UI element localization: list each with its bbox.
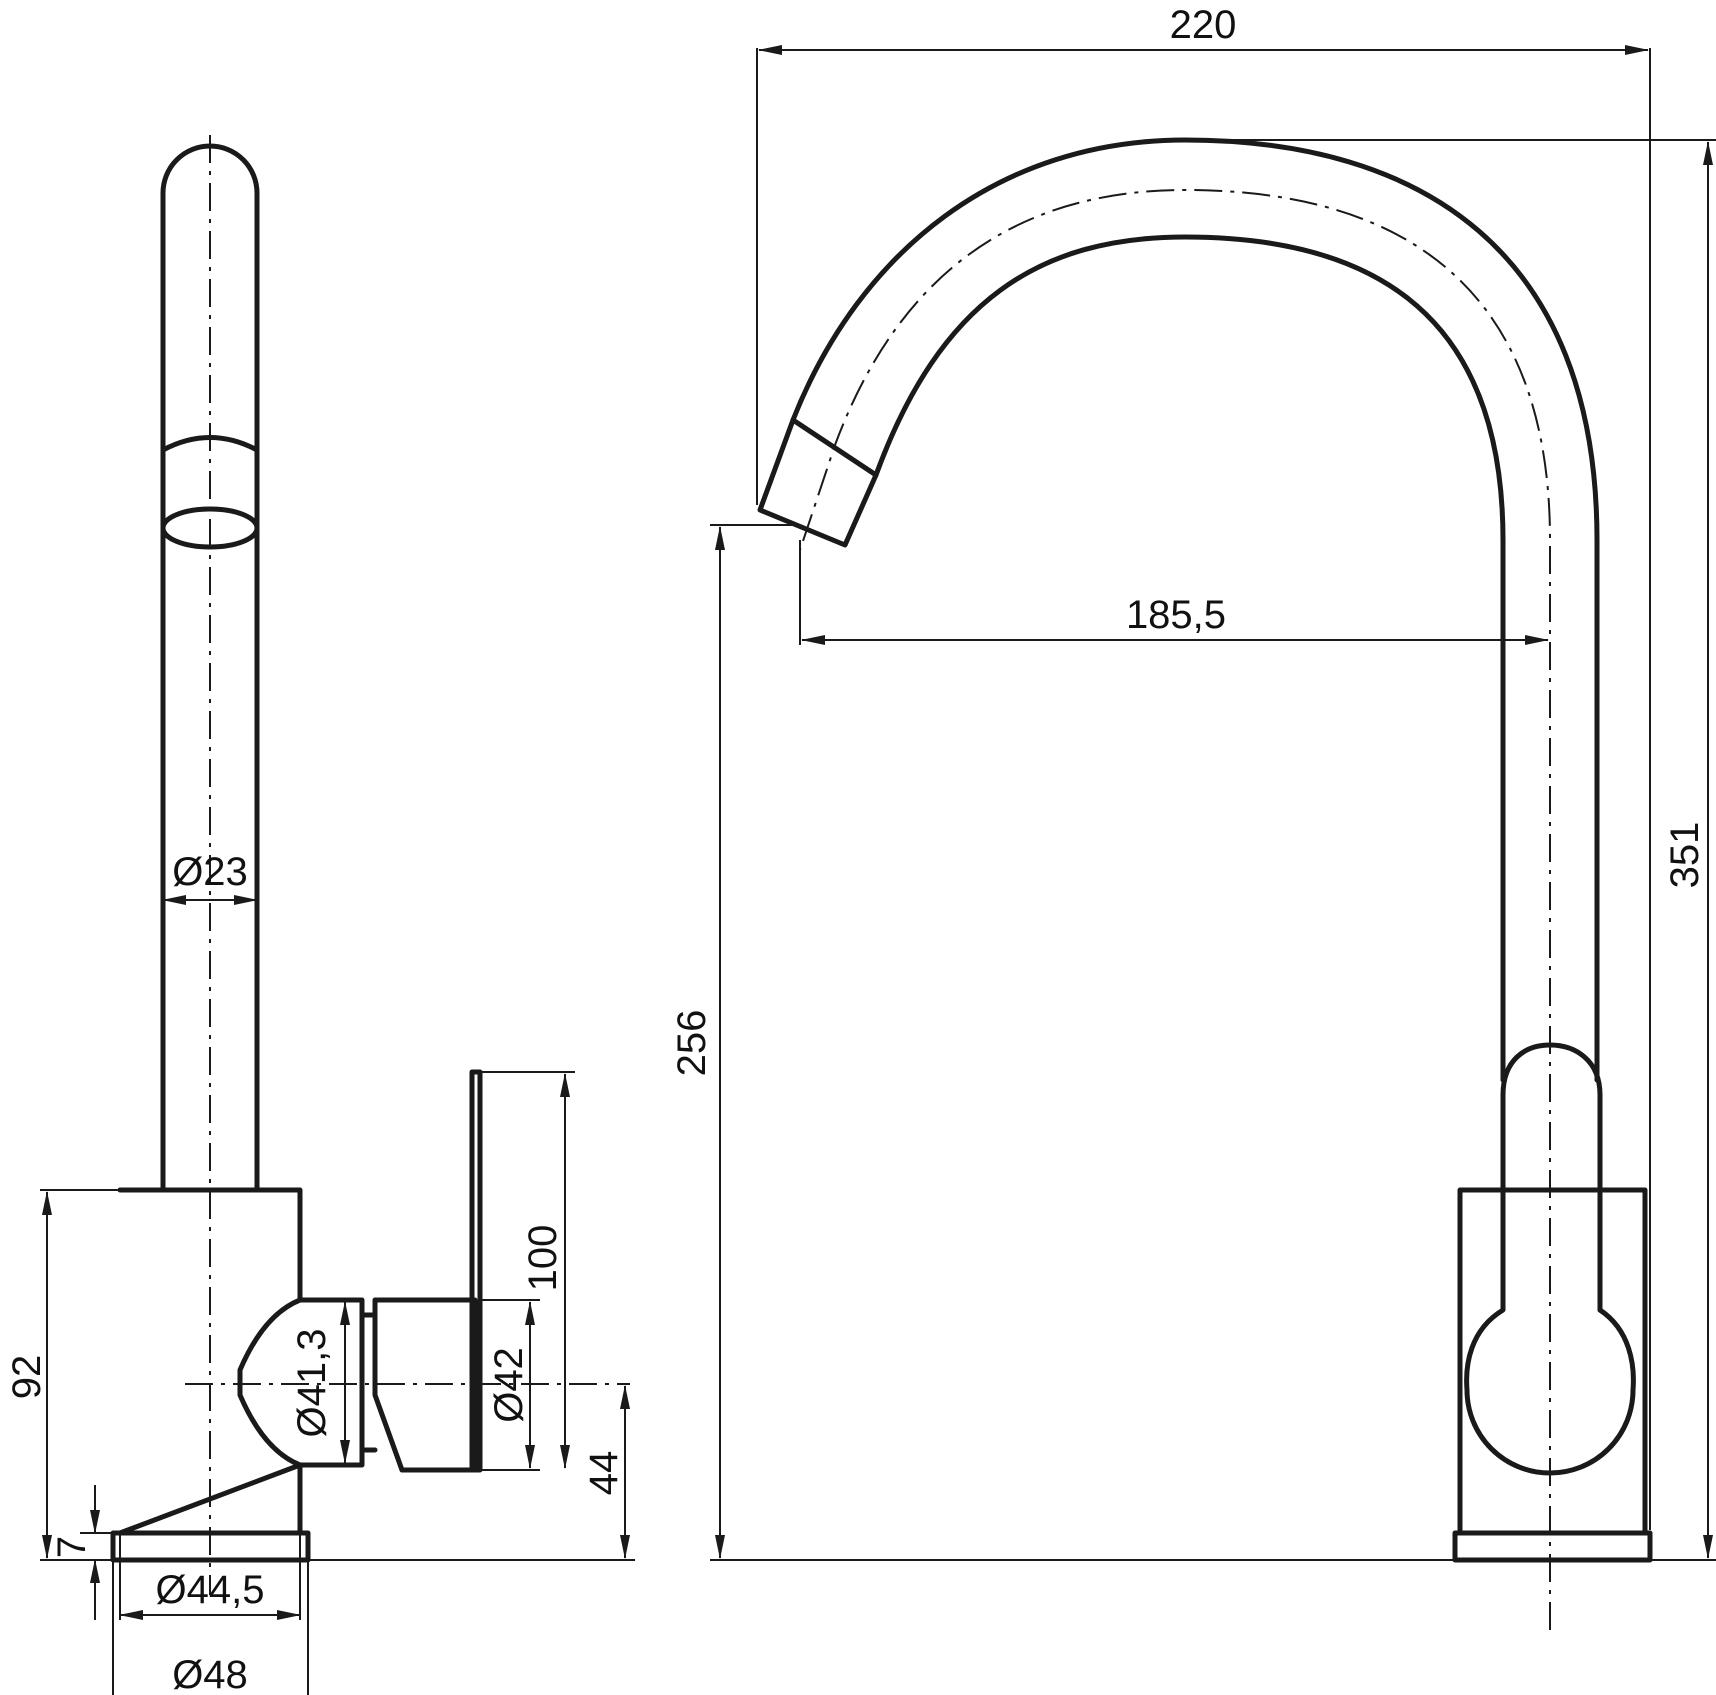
front-lever-ball xyxy=(1464,1092,1636,1476)
side-cartridge-bulge xyxy=(237,1297,365,1468)
front-view xyxy=(757,137,1653,1630)
dim-body-diameter: Ø44,5 xyxy=(156,1568,265,1612)
front-spout-outer xyxy=(790,137,1600,1083)
dim-lever-axis-height: 44 xyxy=(582,1451,626,1496)
dim-lever-length: 100 xyxy=(521,1225,565,1292)
side-lever-plate xyxy=(469,1069,483,1473)
side-lever-neck xyxy=(359,1312,378,1453)
dim-body-height: 92 xyxy=(5,1355,49,1400)
front-spout-inner xyxy=(873,234,1506,1083)
dim-tube-diameter: Ø23 xyxy=(172,850,248,894)
front-view-dimensions: 220 185,5 351 256 xyxy=(670,3,1716,1561)
front-lever xyxy=(1500,1042,1603,1313)
front-spout-aerator xyxy=(757,417,879,548)
front-base-ring xyxy=(1452,1530,1653,1563)
dim-spout-reach-total: 220 xyxy=(1170,3,1237,47)
dim-outlet-height: 256 xyxy=(670,1010,714,1077)
dim-lever-hub-diameter: Ø42 xyxy=(487,1347,531,1423)
side-view xyxy=(110,135,630,1595)
side-view-dimensions: Ø23 92 7 Ø44,5 Ø48 Ø41,3 Ø42 100 xyxy=(5,850,635,1695)
front-body xyxy=(1457,1187,1648,1536)
dim-total-height: 351 xyxy=(1663,822,1707,889)
dim-cartridge-diameter: Ø41,3 xyxy=(290,1329,334,1438)
dim-base-diameter: Ø48 xyxy=(172,1653,248,1695)
dim-base-ring-height: 7 xyxy=(50,1536,94,1558)
dim-spout-reach-outlet: 185,5 xyxy=(1126,593,1226,637)
front-spout-axis xyxy=(799,188,1551,1630)
side-lever xyxy=(372,1297,478,1473)
